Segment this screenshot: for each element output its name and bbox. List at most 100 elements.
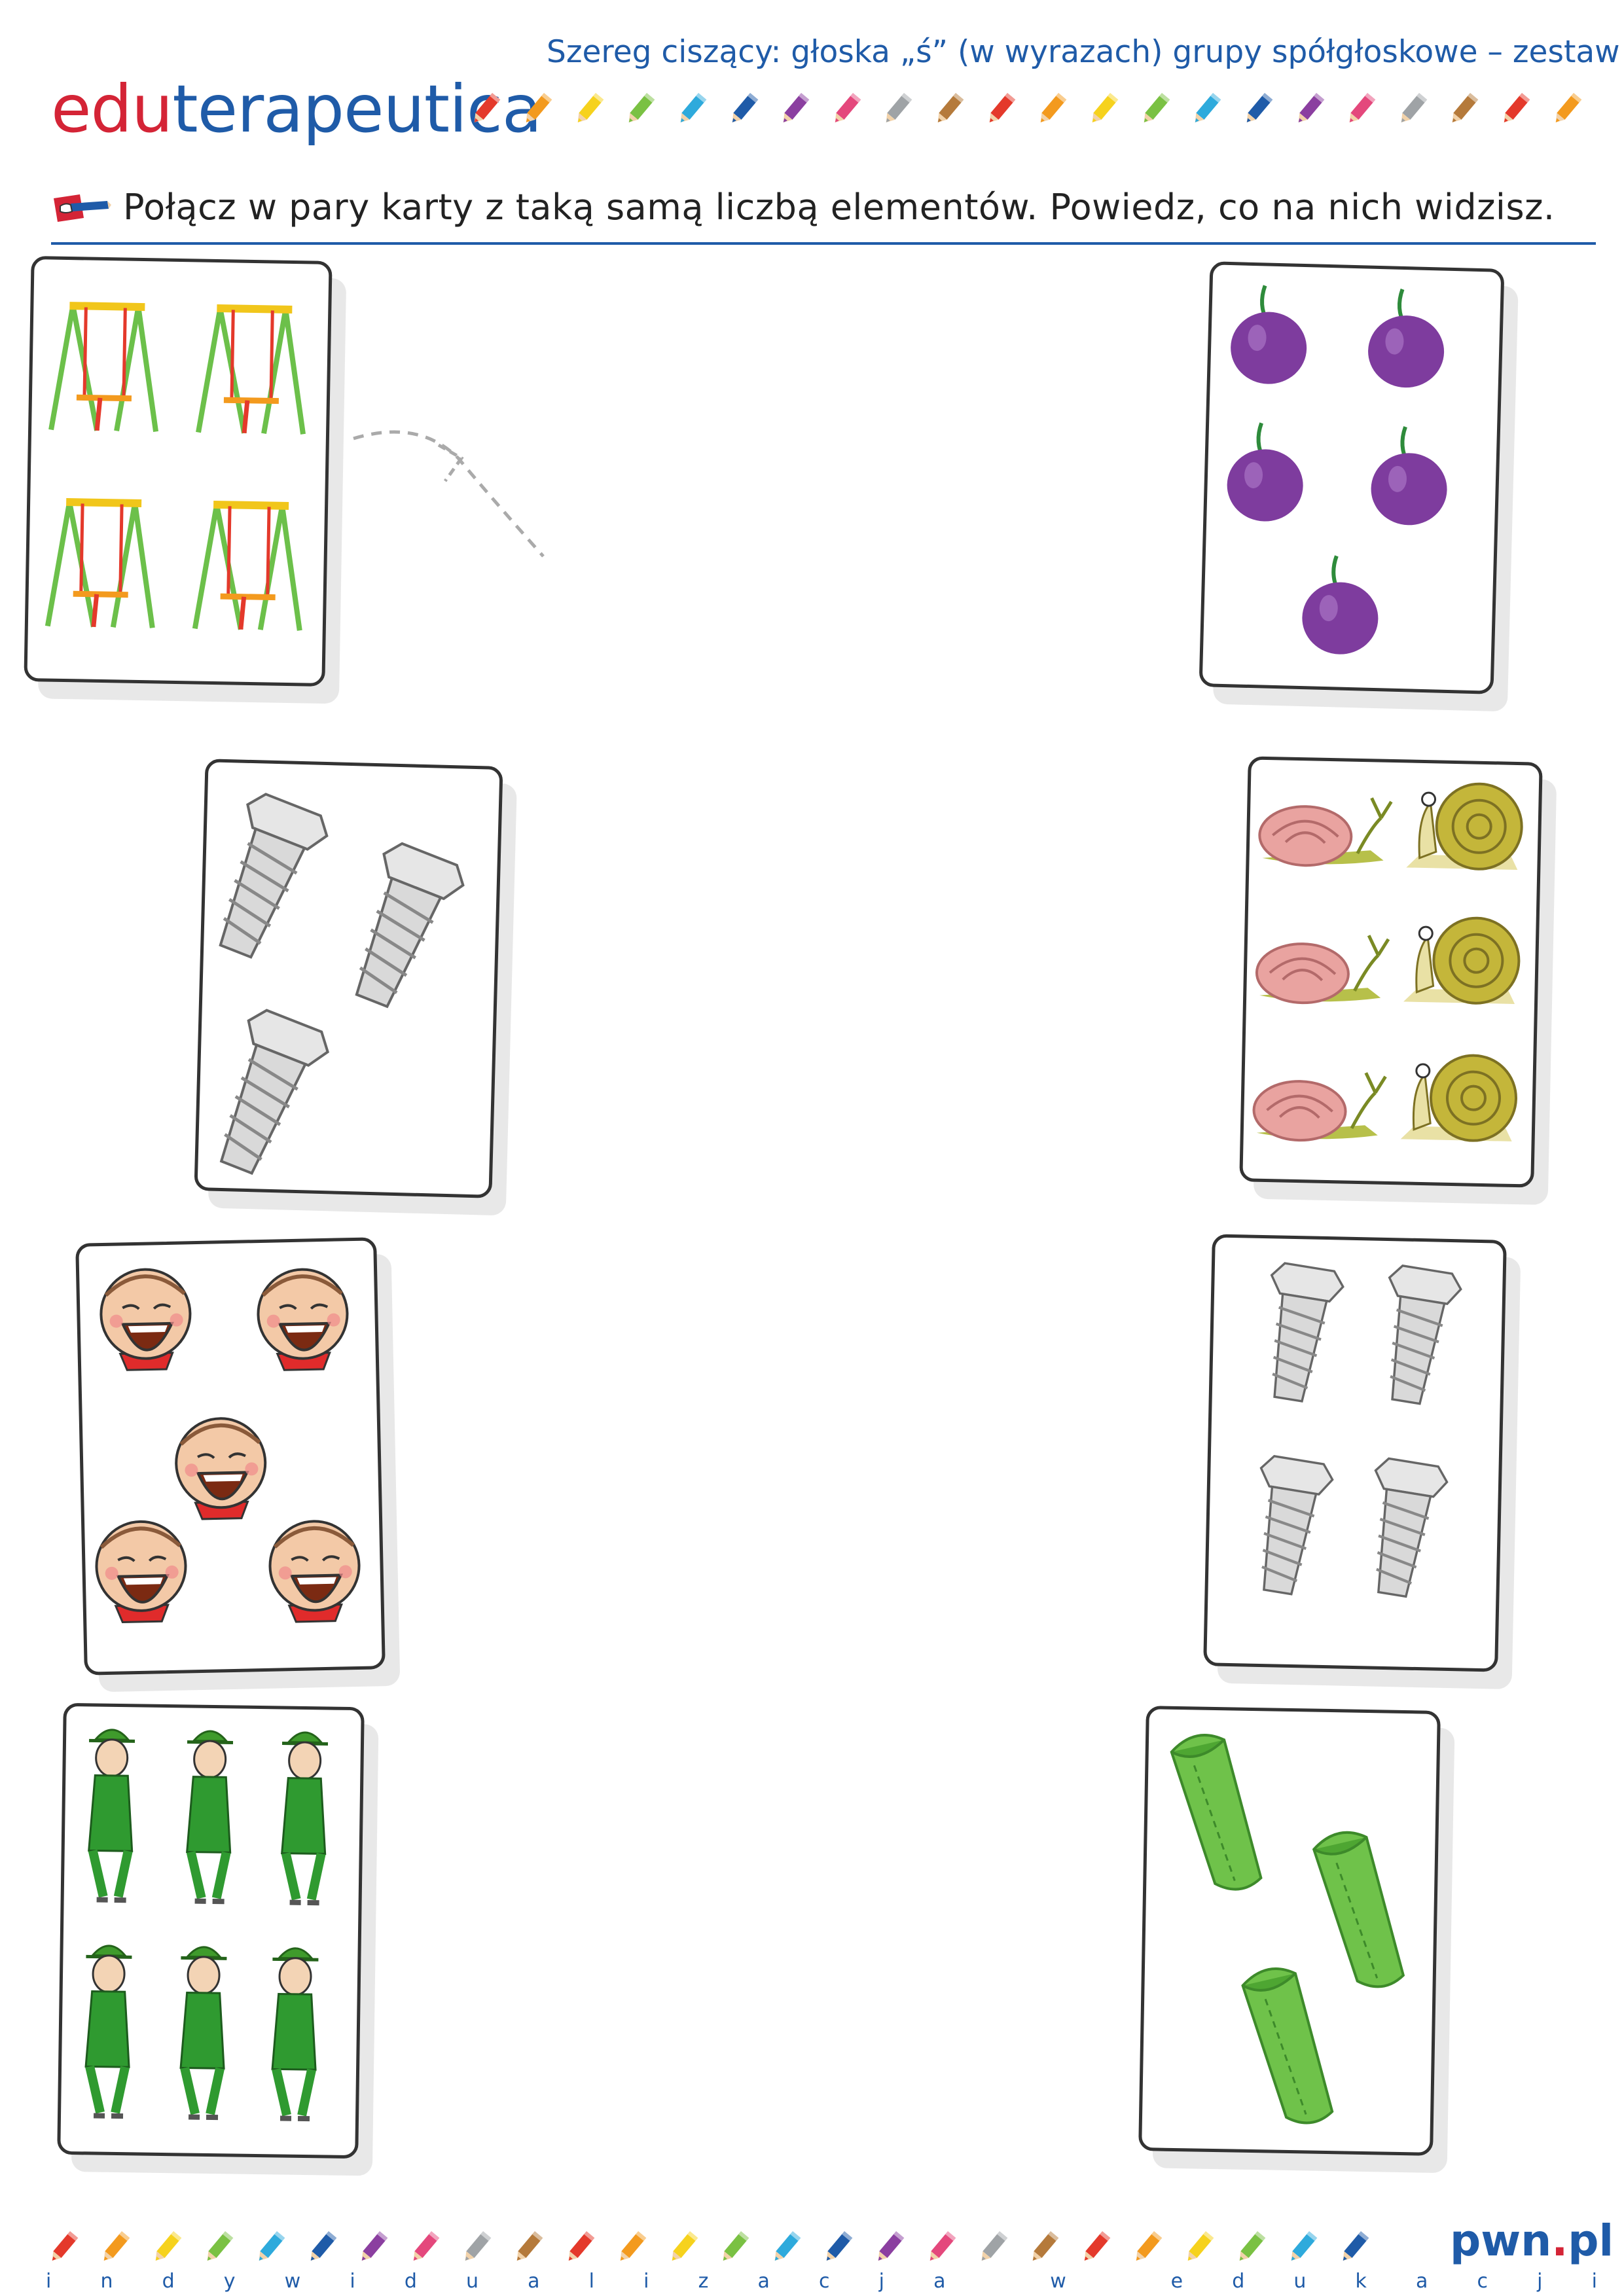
laughing-boy-icon: [257, 1268, 348, 1371]
forester-icon: [87, 1729, 135, 1900]
snail-icon: [1401, 1054, 1517, 1141]
instruction: Połącz w pary karty z taką samą liczbą e…: [51, 187, 1596, 239]
crayon-icon: [555, 2222, 607, 2269]
plum-icon: [1367, 289, 1446, 389]
crayon-icon: [1337, 84, 1388, 131]
laughing-boy-icon: [96, 1520, 187, 1623]
crayon-icon: [865, 2222, 917, 2269]
plum-icon: [1226, 422, 1305, 522]
laughing-boy-icon: [100, 1268, 191, 1371]
card-laughing-boys[interactable]: [75, 1237, 386, 1676]
tagline-letter: a: [528, 2270, 540, 2293]
screw-icon: [333, 839, 469, 1016]
tagline-letter: c: [818, 2270, 830, 2293]
crayon-icon: [245, 2222, 297, 2269]
tagline-letter: a: [1416, 2270, 1428, 2293]
crayon-icon: [659, 2222, 710, 2269]
snail-icon: [1256, 933, 1388, 1005]
tagline-letter: [995, 2270, 1001, 2293]
pwn-logo-tld: pl: [1568, 2215, 1614, 2266]
pencil-hand-icon: [54, 194, 111, 222]
crayon-border-top: [461, 84, 1594, 131]
crayon-icon: [1175, 2222, 1227, 2269]
tagline-letter: u: [465, 2270, 478, 2293]
forester-icon: [179, 1946, 227, 2117]
crayon-icon: [194, 2222, 246, 2269]
crayon-icon: [39, 2222, 91, 2269]
laughing-boy-icon: [175, 1418, 266, 1520]
card-foresters-art: [60, 1706, 361, 2155]
tagline-letter: i: [643, 2270, 649, 2293]
crayon-icon: [616, 84, 668, 131]
crayon-icon: [1542, 84, 1594, 131]
snail-icon: [1403, 916, 1520, 1004]
crayon-icon: [564, 84, 616, 131]
tagline-letter: y: [223, 2270, 236, 2293]
crayon-icon: [1388, 84, 1440, 131]
tagline-letter: k: [1355, 2270, 1367, 2293]
crayon-icon: [976, 84, 1028, 131]
tagline-letter: e: [1170, 2270, 1183, 2293]
example-connection-arrow: [353, 430, 545, 558]
crayon-icon: [1439, 84, 1491, 131]
card-foresters[interactable]: [57, 1702, 365, 2159]
tagline-letter: l: [588, 2270, 594, 2293]
pwn-logo-main: pwn: [1450, 2215, 1552, 2266]
card-snails-art: [1242, 759, 1539, 1184]
crayon-icon: [1130, 84, 1182, 131]
worksheet-subtitle: Szereg ciszący: głoska „ś” (w wyrazach) …: [547, 34, 1624, 70]
screw-icon: [1370, 1264, 1463, 1407]
card-plums-art: [1202, 264, 1502, 691]
tagline-letter: d: [162, 2270, 175, 2293]
swing-icon: [48, 502, 154, 628]
crayon-icon: [143, 2222, 194, 2269]
card-screws-3-art: [198, 762, 500, 1194]
tagline-letter: i: [46, 2270, 52, 2293]
crayon-icon: [1285, 84, 1337, 131]
card-laughing-boys-art: [79, 1240, 382, 1672]
crayon-icon: [91, 2222, 143, 2269]
tagline-letter: d: [1232, 2270, 1245, 2293]
crayon-icon: [873, 84, 925, 131]
crayon-icon: [968, 2222, 1020, 2269]
plum-icon: [1370, 426, 1449, 526]
plum-icon: [1301, 555, 1380, 655]
card-screws-4[interactable]: [1203, 1234, 1507, 1672]
card-screws-4-art: [1206, 1237, 1504, 1668]
crayon-icon: [1329, 2222, 1381, 2269]
crayon-icon: [607, 2222, 659, 2269]
crayon-icon: [1123, 2222, 1175, 2269]
swing-icon: [51, 306, 158, 432]
snail-icon: [1254, 1071, 1386, 1142]
crayon-border-bottom: [39, 2222, 1381, 2269]
tagline-letter: i: [350, 2270, 355, 2293]
tagline-letter: i: [1591, 2270, 1597, 2293]
crayon-icon: [668, 84, 719, 131]
card-sleeping-bags[interactable]: [1138, 1706, 1441, 2156]
card-plums[interactable]: [1199, 261, 1505, 694]
card-snails[interactable]: [1239, 756, 1543, 1188]
card-screws-3[interactable]: [194, 759, 503, 1198]
crayon-icon: [1028, 84, 1079, 131]
tagline-letter: z: [698, 2270, 709, 2293]
instruction-text: Połącz w pary karty z taką samą liczbą e…: [123, 187, 1555, 228]
forester-icon: [280, 1732, 329, 1903]
crayon-icon: [762, 2222, 814, 2269]
sleeping-bag-icon: [1168, 1733, 1265, 1892]
card-swings[interactable]: [24, 256, 333, 687]
forester-icon: [185, 1731, 234, 1901]
plum-icon: [1230, 285, 1308, 385]
instruction-divider: [51, 242, 1596, 245]
crayon-icon: [814, 2222, 865, 2269]
card-sleeping-bags-art: [1168, 1733, 1407, 2125]
crayon-icon: [1020, 2222, 1072, 2269]
forester-icon: [84, 1945, 132, 2116]
sleeping-bag-icon: [1238, 1967, 1336, 2125]
crayon-icon: [1226, 2222, 1278, 2269]
snail-icon: [1259, 796, 1391, 867]
logo-part-edu: edu: [51, 71, 173, 147]
tagline-letter: u: [1293, 2270, 1307, 2293]
screw-icon: [1252, 1261, 1345, 1405]
crayon-icon: [452, 2222, 504, 2269]
